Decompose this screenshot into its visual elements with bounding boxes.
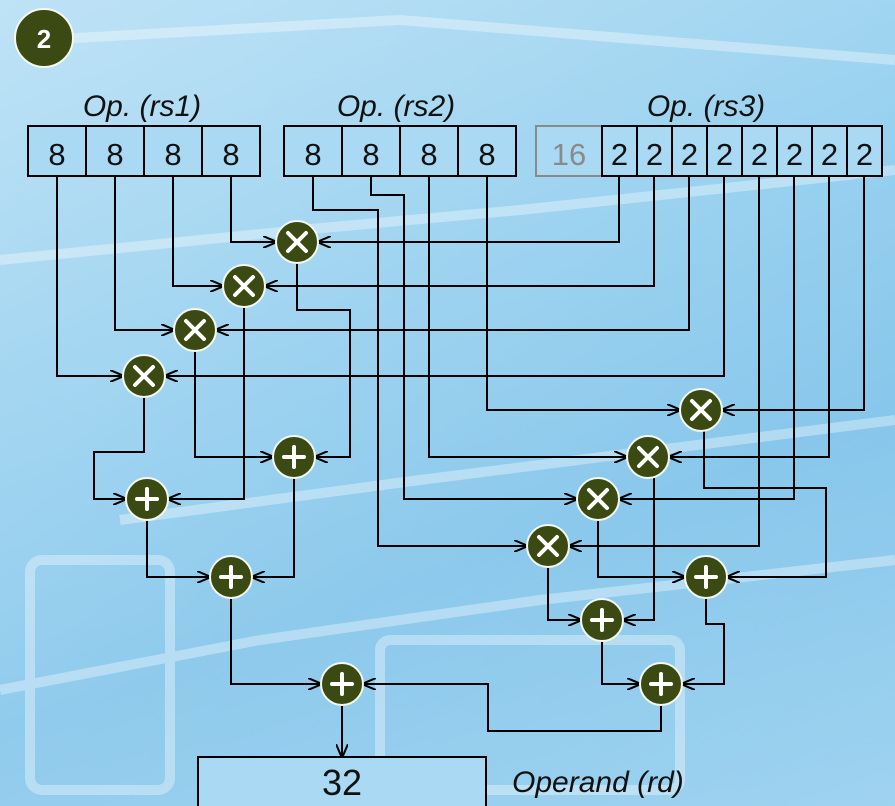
multiply-icon bbox=[174, 309, 216, 351]
rs3-register: 16 2 2 2 2 2 2 2 2 bbox=[536, 126, 882, 176]
rs1-label: Op. (rs1) bbox=[83, 90, 201, 123]
rs2-register: 8 8 8 8 bbox=[284, 126, 516, 176]
rs3-cell: 2 bbox=[716, 137, 733, 172]
rs3-cell: 2 bbox=[681, 137, 698, 172]
result-value: 32 bbox=[322, 762, 362, 803]
rs1-register: 8 8 8 8 bbox=[28, 126, 260, 176]
multiply-icon bbox=[680, 389, 722, 431]
add-icon bbox=[321, 663, 363, 705]
add-icon bbox=[210, 556, 252, 598]
rs3-label: Op. (rs3) bbox=[647, 90, 765, 123]
rs2-cell: 8 bbox=[420, 137, 437, 172]
rs2-cell: 8 bbox=[478, 137, 495, 172]
rs1-cell: 8 bbox=[164, 137, 181, 172]
add-icon bbox=[126, 478, 168, 520]
add-icon bbox=[685, 556, 727, 598]
multiply-icon bbox=[123, 355, 165, 397]
rs1-cell: 8 bbox=[222, 137, 239, 172]
rs3-cell: 2 bbox=[611, 137, 628, 172]
add-icon bbox=[581, 599, 623, 641]
rs2-label: Op. (rs2) bbox=[337, 90, 455, 123]
rs3-unused-field: 16 bbox=[552, 137, 586, 172]
result-register: 32 bbox=[198, 757, 486, 806]
multiply-icon bbox=[276, 221, 318, 263]
step-badge: 2 bbox=[15, 9, 73, 67]
rs3-cell: 2 bbox=[821, 137, 838, 172]
rs1-cell: 8 bbox=[106, 137, 123, 172]
multiply-icon bbox=[223, 265, 265, 307]
rs2-cell: 8 bbox=[304, 137, 321, 172]
step-badge-number: 2 bbox=[37, 24, 51, 54]
rs3-cell: 2 bbox=[646, 137, 663, 172]
multiply-icon bbox=[527, 525, 569, 567]
rs3-cell: 2 bbox=[786, 137, 803, 172]
add-icon bbox=[273, 436, 315, 478]
add-icon bbox=[640, 663, 682, 705]
result-label: Operand (rd) bbox=[512, 766, 684, 799]
rs1-cell: 8 bbox=[48, 137, 65, 172]
rs2-cell: 8 bbox=[362, 137, 379, 172]
multiply-icon bbox=[577, 478, 619, 520]
rs3-cell: 2 bbox=[856, 137, 873, 172]
multiply-icon bbox=[627, 436, 669, 478]
rs3-cell: 2 bbox=[751, 137, 768, 172]
